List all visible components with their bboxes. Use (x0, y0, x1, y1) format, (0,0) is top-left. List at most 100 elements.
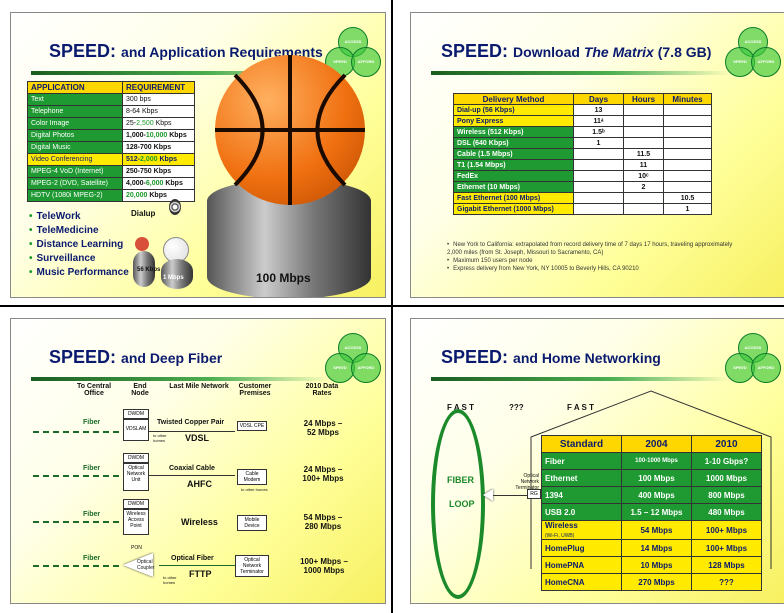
cylinder-56kbps-label: 56 Kbps (137, 267, 161, 273)
grapes-icon (169, 199, 181, 215)
title-underline (431, 71, 731, 75)
cylinder-1mbps-label: 1 Mbps (163, 275, 184, 281)
slide-title: SPEED: and Home Networking (441, 347, 661, 367)
fiber-line (33, 565, 121, 567)
link-line (493, 495, 527, 496)
medium-label: Twisted Copper Pair (157, 419, 225, 426)
footnote-c: Express delivery from New York, NY 10005… (447, 265, 747, 273)
access-speed-afford-logo: ACCESS SPEED AFFORD (725, 27, 781, 79)
table-row: T1 (1.54 Mbps)11 (453, 159, 712, 171)
table-row: Gigabit Ethernet (1000 Mbps)1 (453, 203, 712, 215)
fiber-label: Fiber (83, 419, 101, 426)
slide-title: SPEED: and Deep Fiber (49, 347, 223, 367)
dialup-label: Dialup (131, 209, 156, 218)
slide-deep-fiber: SPEED: and Deep Fiber ACCESS SPEED AFFOR… (10, 318, 386, 604)
orange-icon (163, 237, 189, 263)
premises-box: Mobile Device (237, 515, 267, 531)
loop-label: LOOP (449, 499, 475, 509)
fiber-label: Fiber (83, 555, 101, 562)
access-speed-afford-logo: ACCESS SPEED AFFORD (325, 333, 381, 385)
col-end-node: End Node (131, 383, 149, 397)
title-underline (31, 377, 331, 381)
footnote-b: Maximum 150 users per node (447, 257, 747, 265)
other-homes-label: to other homes (153, 433, 167, 443)
slide-home-networking: SPEED: and Home Networking ACCESS SPEED … (410, 318, 784, 604)
cylinder-100mbps-label: 100 Mbps (256, 271, 311, 285)
fiber-loop-ellipse (431, 409, 485, 599)
cylinder-1mbps (161, 259, 193, 289)
data-rate-label: 54 Mbps – 280 Mbps (303, 513, 343, 531)
fiber-line (33, 431, 121, 433)
ont-label: Optical Network Terminator (515, 473, 539, 491)
table-row: MPEG-4 VoD (Internet)250-750 Kbps (27, 165, 195, 178)
basketball-icon (215, 55, 365, 205)
footnotes: New York to California: extrapolated fro… (447, 241, 747, 273)
house-outline (530, 390, 772, 569)
premises-box: Cable Modem (237, 469, 267, 485)
other-homes-label: to other homes (163, 575, 177, 585)
fiber-label: Fiber (83, 465, 101, 472)
col-data-rates: 2010 Data Rates (305, 383, 339, 397)
unknown-label: ??? (509, 403, 524, 412)
title-underline (31, 71, 331, 75)
pon-label: PON (131, 545, 142, 551)
table-row: Fast Ethernet (100 Mbps)10.5 (453, 192, 712, 204)
access-speed-afford-logo: ACCESS SPEED AFFORD (725, 333, 781, 385)
title-underline (431, 377, 731, 381)
end-node-box: Wireless Access Point (123, 509, 149, 535)
data-rate-label: 24 Mbps – 52 Mbps (303, 419, 343, 437)
medium-label: Coaxial Cable (169, 465, 215, 472)
tech-label: Wireless (181, 517, 218, 527)
slide-application-requirements: SPEED: and Application Requirements ACCE… (10, 12, 386, 298)
link-line (159, 565, 235, 566)
tech-label: AHFC (187, 479, 212, 489)
slide-title: SPEED: Download The Matrix (7.8 GB) (441, 41, 712, 61)
other-homes-label: to other homes (241, 487, 268, 492)
col-central-office: To Central Office (76, 383, 112, 397)
footnote-a: New York to California: extrapolated fro… (447, 241, 747, 257)
fiber-label: Fiber (83, 511, 101, 518)
table-row: MPEG-2 (DVD, Satellite)4,000-6,000 Kbps (27, 177, 195, 190)
medium-label: Optical Fiber (171, 555, 214, 562)
col-last-mile: Last Mile Network (169, 383, 229, 390)
table-row: HDTV (1080i MPEG-2)20,000 Kbps (27, 189, 195, 202)
list-item: Distance Learning (29, 239, 129, 250)
table-row: Dial-up (56 Kbps)13 (453, 104, 712, 116)
tech-label: VDSL (185, 433, 210, 443)
application-bullet-list: TeleWork TeleMedicine Distance Learning … (29, 211, 129, 281)
list-item: TeleMedicine (29, 225, 129, 236)
list-item: Surveillance (29, 253, 129, 264)
end-node-box: VDSLAM (123, 419, 149, 441)
fiber-label: FIBER (447, 475, 474, 485)
dwdm-box: DWDM (123, 409, 149, 419)
rg-box: RG (527, 489, 541, 499)
dwdm-box: DWDM (123, 453, 149, 463)
cylinder-56kbps (133, 251, 155, 287)
coupler-triangle-icon (123, 553, 153, 577)
link-line (149, 431, 235, 432)
link-line (149, 475, 235, 476)
list-item: Music Performance (29, 267, 129, 278)
cherry-icon (135, 237, 149, 251)
list-item: TeleWork (29, 211, 129, 222)
fast-label-right: F A S T (567, 403, 594, 412)
